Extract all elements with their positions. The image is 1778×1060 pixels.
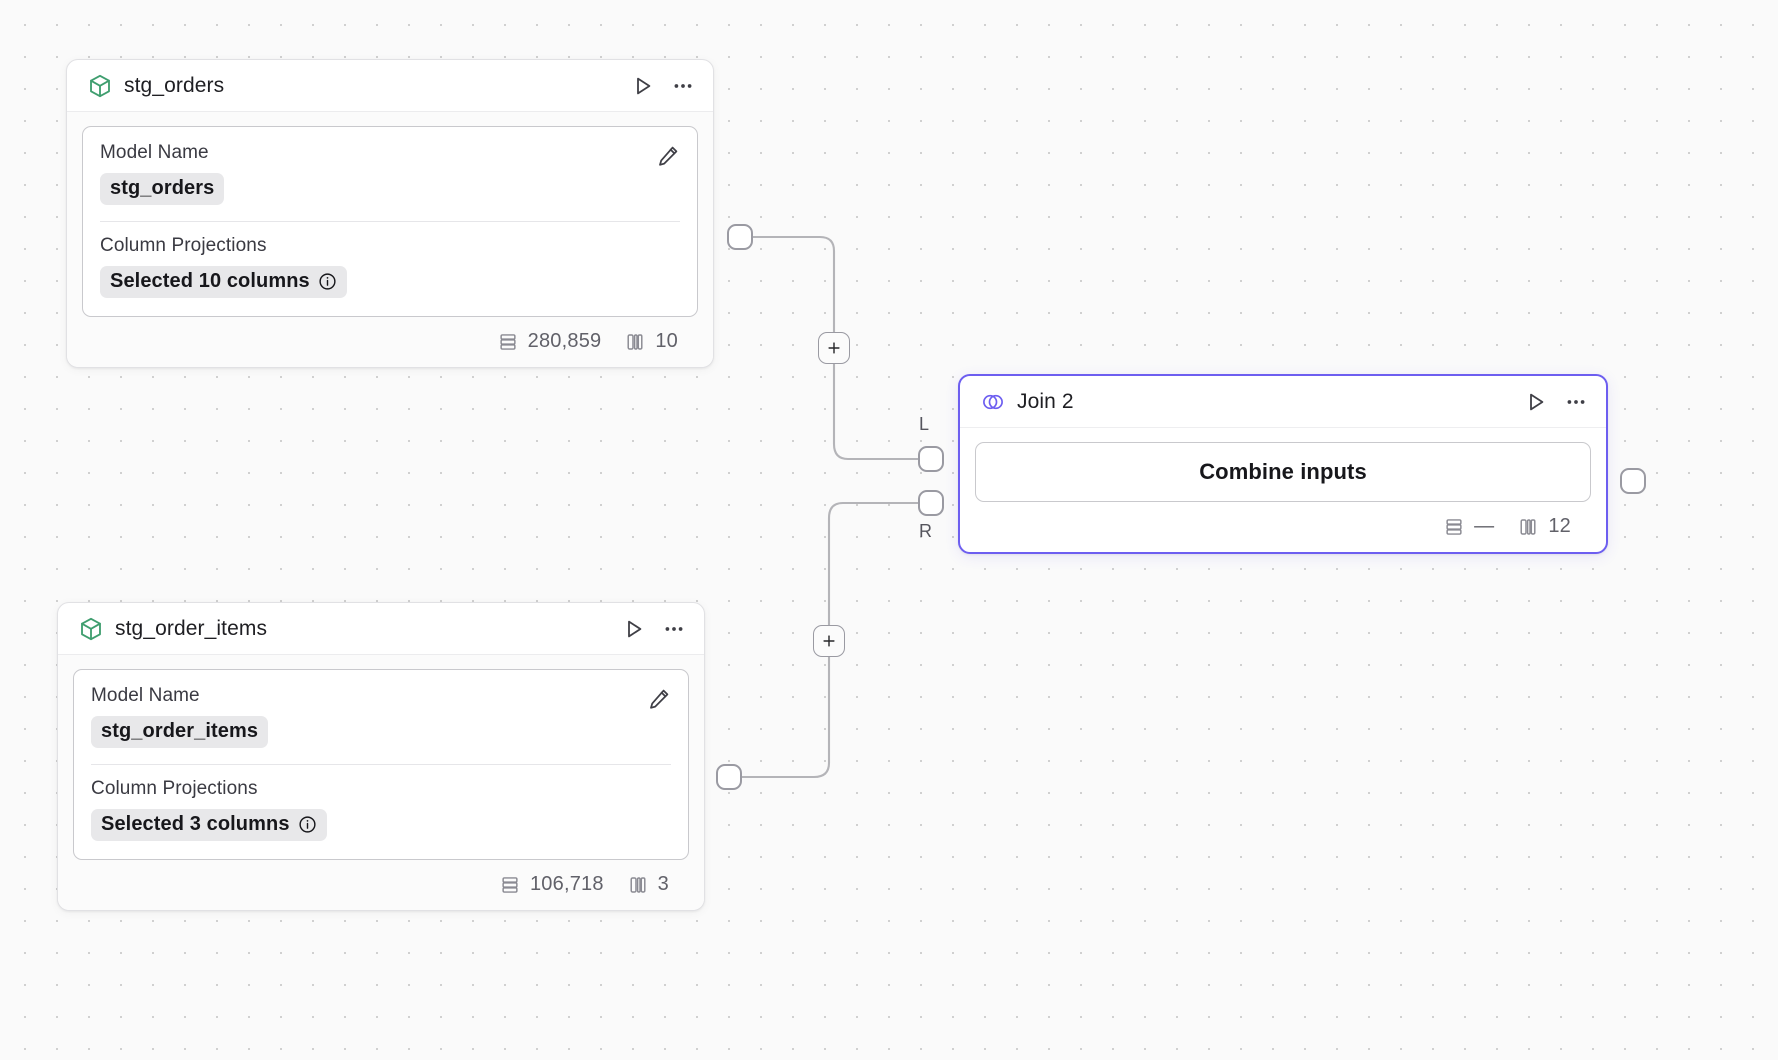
columns-value: 10 [655, 330, 678, 352]
columns-icon [624, 331, 646, 353]
column-projections-value: Selected 3 columns [91, 809, 327, 841]
column-count-stat: 3 [627, 873, 669, 896]
node-header: stg_orders [67, 60, 713, 112]
node-title: stg_orders [124, 73, 225, 97]
model-config-card[interactable]: Model Name stg_orders Column Projections [82, 126, 698, 317]
run-icon[interactable] [622, 617, 646, 641]
header-actions [622, 617, 686, 641]
columns-icon [627, 874, 649, 896]
edit-pencil-icon[interactable] [647, 687, 671, 711]
column-projections-row: Column Projections Selected 10 columns [100, 235, 680, 298]
info-icon[interactable] [318, 272, 337, 291]
row-count-stat: 106,718 [499, 873, 604, 896]
run-icon[interactable] [1524, 390, 1548, 414]
run-icon[interactable] [631, 74, 655, 98]
node-footer: 106,718 3 [73, 860, 689, 910]
rows-icon [499, 874, 521, 896]
venn-join-icon [980, 389, 1006, 415]
port-label-right: R [919, 521, 933, 541]
cube-icon [78, 616, 104, 642]
edit-pencil-icon[interactable] [656, 144, 680, 168]
port-output-join-2[interactable] [1620, 468, 1646, 494]
node-stg-order-items[interactable]: stg_order_items Model Name [57, 602, 705, 911]
row-count-stat: 280,859 [497, 330, 602, 353]
column-projections-row: Column Projections Selected 3 columns [91, 778, 671, 841]
node-title: stg_order_items [115, 616, 268, 640]
rows-value: 280,859 [527, 330, 602, 352]
port-output-stg-orders[interactable] [727, 224, 753, 250]
combine-inputs-button[interactable]: Combine inputs [975, 442, 1591, 502]
columns-value: 3 [657, 873, 669, 895]
model-name-row: Model Name stg_orders [100, 142, 680, 205]
header-actions [631, 74, 695, 98]
node-footer: — 12 [975, 502, 1591, 552]
more-icon[interactable] [671, 74, 695, 98]
field-divider [91, 764, 671, 765]
node-body: Model Name stg_orders Column Projections [67, 112, 713, 367]
node-footer: 280,859 10 [82, 317, 698, 367]
port-input-join-left[interactable] [918, 446, 944, 472]
model-name-value: stg_order_items [91, 716, 269, 748]
model-name-label: Model Name [100, 142, 209, 163]
column-projections-label: Column Projections [100, 235, 267, 256]
cube-icon [87, 73, 113, 99]
more-icon[interactable] [662, 617, 686, 641]
column-projections-label: Column Projections [91, 778, 258, 799]
column-count-stat: 12 [1517, 515, 1571, 538]
columns-value: 12 [1548, 515, 1571, 537]
row-count-stat: — [1443, 515, 1494, 538]
edge-add-button-1[interactable] [818, 332, 850, 364]
header-actions [1524, 390, 1588, 414]
field-divider [100, 221, 680, 222]
column-projections-text: Selected 3 columns [101, 813, 290, 835]
model-name-label: Model Name [91, 685, 200, 706]
port-label-left: L [919, 414, 930, 434]
info-icon[interactable] [298, 815, 317, 834]
rows-value: — [1474, 515, 1495, 537]
model-config-card[interactable]: Model Name stg_order_items Column Projec… [73, 669, 689, 860]
node-title: Join 2 [1017, 389, 1074, 413]
column-projections-text: Selected 10 columns [110, 270, 310, 292]
columns-icon [1517, 516, 1539, 538]
node-body: Combine inputs — [960, 428, 1606, 552]
rows-icon [497, 331, 519, 353]
model-name-value: stg_orders [100, 173, 225, 205]
model-name-row: Model Name stg_order_items [91, 685, 671, 748]
port-output-stg-order-items[interactable] [716, 764, 742, 790]
rows-icon [1443, 516, 1465, 538]
column-projections-value: Selected 10 columns [100, 266, 347, 298]
node-header: Join 2 [960, 376, 1606, 428]
edge-add-button-2[interactable] [813, 625, 845, 657]
node-stg-orders[interactable]: stg_orders Model Name [66, 59, 714, 368]
column-count-stat: 10 [624, 330, 678, 353]
port-input-join-right[interactable] [918, 490, 944, 516]
more-icon[interactable] [1564, 390, 1588, 414]
rows-value: 106,718 [529, 873, 604, 895]
node-header: stg_order_items [58, 603, 704, 655]
node-body: Model Name stg_order_items Column Projec… [58, 655, 704, 910]
node-join-2[interactable]: Join 2 Combine inputs [958, 374, 1608, 554]
